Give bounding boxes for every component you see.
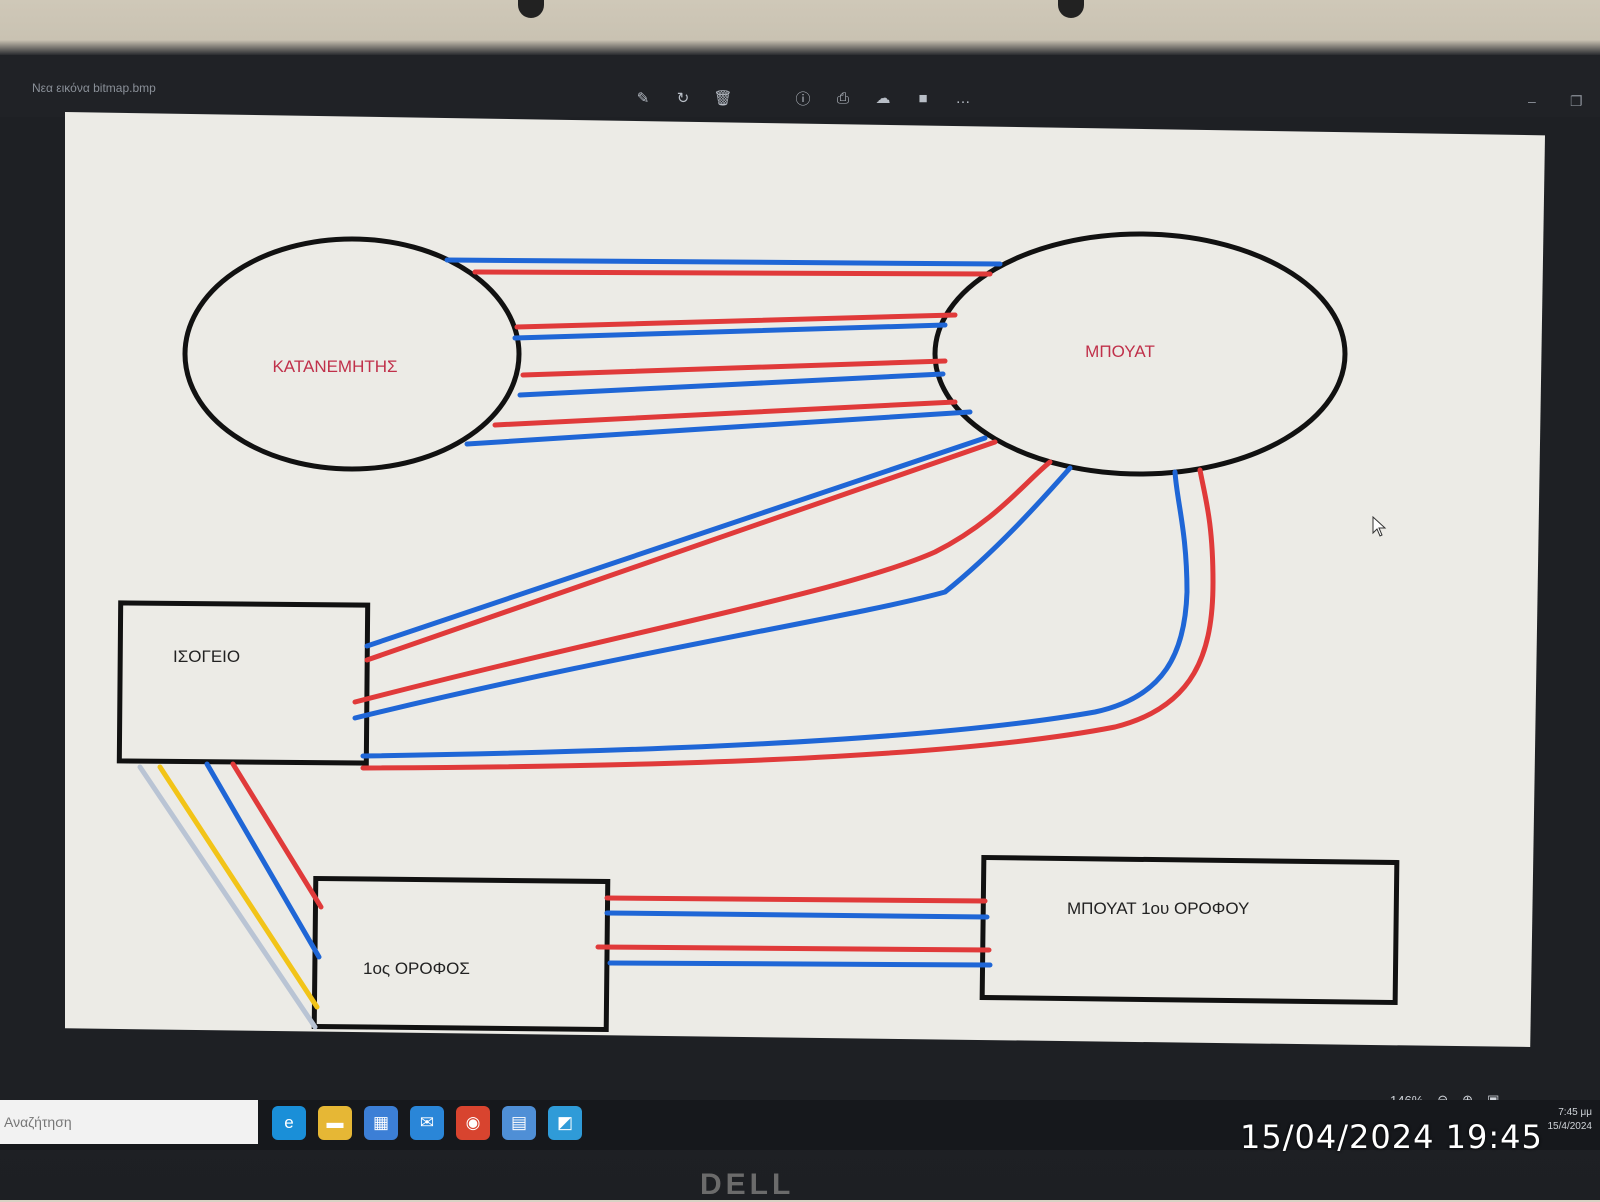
file-explorer-icon[interactable]: ▬ bbox=[318, 1106, 352, 1140]
webcam bbox=[518, 0, 544, 18]
wire-ground-bouat-3-blue bbox=[360, 469, 1190, 759]
folder-icon[interactable]: ■ bbox=[918, 89, 928, 107]
wire-first-bouat1-1-red bbox=[604, 895, 988, 904]
info-icon[interactable]: ⓘ bbox=[795, 90, 811, 108]
ground-floor-label: ΙΣΟΓΕΙΟ bbox=[173, 647, 240, 666]
toolbar: ✎ ↻ 🗑 ⓘ ⎙ ☁ ■ … bbox=[630, 85, 976, 113]
wire-ground-bouat-1-red bbox=[364, 439, 998, 663]
taskbar-apps: e ▬ ▦ ✉ ◉ ▤ ◩ bbox=[258, 1100, 582, 1146]
wire-dist-bouat-2-blue bbox=[512, 322, 948, 341]
first-floor-node bbox=[311, 875, 611, 1033]
system-clock[interactable]: 7:45 μμ 15/4/2024 bbox=[1548, 1106, 1593, 1134]
notes-icon[interactable]: ▤ bbox=[502, 1106, 536, 1140]
wire-dist-bouat-4-red bbox=[492, 399, 958, 428]
clock-time: 7:45 μμ bbox=[1558, 1107, 1592, 1118]
window-title: Νεα εικόνα bitmap.bmp bbox=[32, 81, 156, 95]
title-bar: Νεα εικόνα bitmap.bmp ✎ ↻ 🗑 ⓘ ⎙ ☁ ■ … – ❐ bbox=[0, 55, 1600, 117]
taskbar: Αναζήτηση e ▬ ▦ ✉ ◉ ▤ ◩ 7:45 μμ 15/4/2024 bbox=[0, 1100, 1600, 1150]
minimize-icon[interactable]: – bbox=[1528, 93, 1536, 109]
wire-dist-bouat-2-red bbox=[514, 312, 958, 330]
wiring-diagram: ΚΑΤΑΝΕΜΗΤΗΣ ΜΠΟΥΑΤ ΙΣΟΓΕΙΟ 1ος ΟΡΟΦΟΣ ΜΠ… bbox=[116, 231, 1400, 1033]
bouat-first-floor-label: ΜΠΟΥΑΤ 1ου ΟΡΟΦΟΥ bbox=[1067, 899, 1249, 918]
taskbar-search-input[interactable]: Αναζήτηση bbox=[0, 1100, 258, 1144]
distributor-node bbox=[182, 236, 522, 472]
wire-dist-bouat-4-blue bbox=[464, 409, 973, 447]
photo-timestamp: 15/04/2024 19:45 bbox=[1240, 1118, 1543, 1156]
edge-icon[interactable]: e bbox=[272, 1106, 306, 1140]
wire-ground-first-red bbox=[230, 761, 324, 910]
print-icon[interactable]: ⎙ bbox=[836, 89, 849, 107]
distributor-label: ΚΑΤΑΝΕΜΗΤΗΣ bbox=[272, 357, 397, 376]
photos-icon[interactable]: ◩ bbox=[548, 1106, 582, 1140]
bouat-first-floor-node bbox=[979, 854, 1400, 1006]
more-icon[interactable]: … bbox=[955, 89, 971, 107]
delete-icon[interactable]: 🗑 bbox=[713, 90, 733, 107]
wire-dist-bouat-1-red bbox=[472, 269, 993, 277]
cloud-icon[interactable]: ☁ bbox=[875, 90, 891, 107]
wire-ground-bouat-1-blue bbox=[364, 435, 988, 649]
wire-dist-bouat-1-blue bbox=[444, 257, 1003, 267]
zoom-out-icon[interactable]: ⊖ bbox=[1437, 1092, 1448, 1108]
edit-icon[interactable]: ✎ bbox=[636, 90, 650, 107]
mouse-cursor-icon bbox=[1372, 516, 1387, 537]
store-icon[interactable]: ▦ bbox=[364, 1106, 398, 1140]
ground-floor-node bbox=[116, 600, 371, 766]
mail-icon[interactable]: ✉ bbox=[410, 1106, 444, 1140]
bouat-node bbox=[932, 231, 1348, 477]
clock-date: 15/4/2024 bbox=[1547, 1121, 1593, 1132]
webcam-sensor bbox=[1058, 0, 1084, 18]
wire-dist-bouat-3-blue bbox=[517, 371, 946, 398]
bouat-label: ΜΠΟΥΑΤ bbox=[1085, 342, 1155, 361]
wire-first-bouat1-2-blue bbox=[607, 960, 993, 968]
zoom-in-icon[interactable]: ⊕ bbox=[1462, 1092, 1473, 1108]
chrome-icon[interactable]: ◉ bbox=[456, 1106, 490, 1140]
image-canvas: ΚΑΤΑΝΕΜΗΤΗΣ ΜΠΟΥΑΤ ΙΣΟΓΕΙΟ 1ος ΟΡΟΦΟΣ ΜΠ… bbox=[65, 112, 1545, 1047]
rotate-icon[interactable]: ↻ bbox=[676, 90, 690, 107]
brand-logo: DELL bbox=[700, 1168, 795, 1201]
wire-dist-bouat-3-red bbox=[520, 358, 948, 378]
first-floor-label: 1ος ΟΡΟΦΟΣ bbox=[363, 959, 470, 978]
wire-ground-first-blue bbox=[204, 761, 322, 960]
wire-ground-bouat-2-blue bbox=[352, 465, 1073, 721]
wire-ground-first-grey bbox=[137, 764, 318, 1030]
wire-first-bouat1-2-red bbox=[595, 944, 992, 953]
wire-ground-bouat-3-red bbox=[360, 467, 1216, 771]
wire-ground-bouat-2-red bbox=[352, 459, 1053, 705]
restore-icon[interactable]: ❐ bbox=[1570, 93, 1583, 109]
wire-ground-first-yellow bbox=[157, 764, 320, 1010]
wire-first-bouat1-1-blue bbox=[604, 910, 990, 920]
